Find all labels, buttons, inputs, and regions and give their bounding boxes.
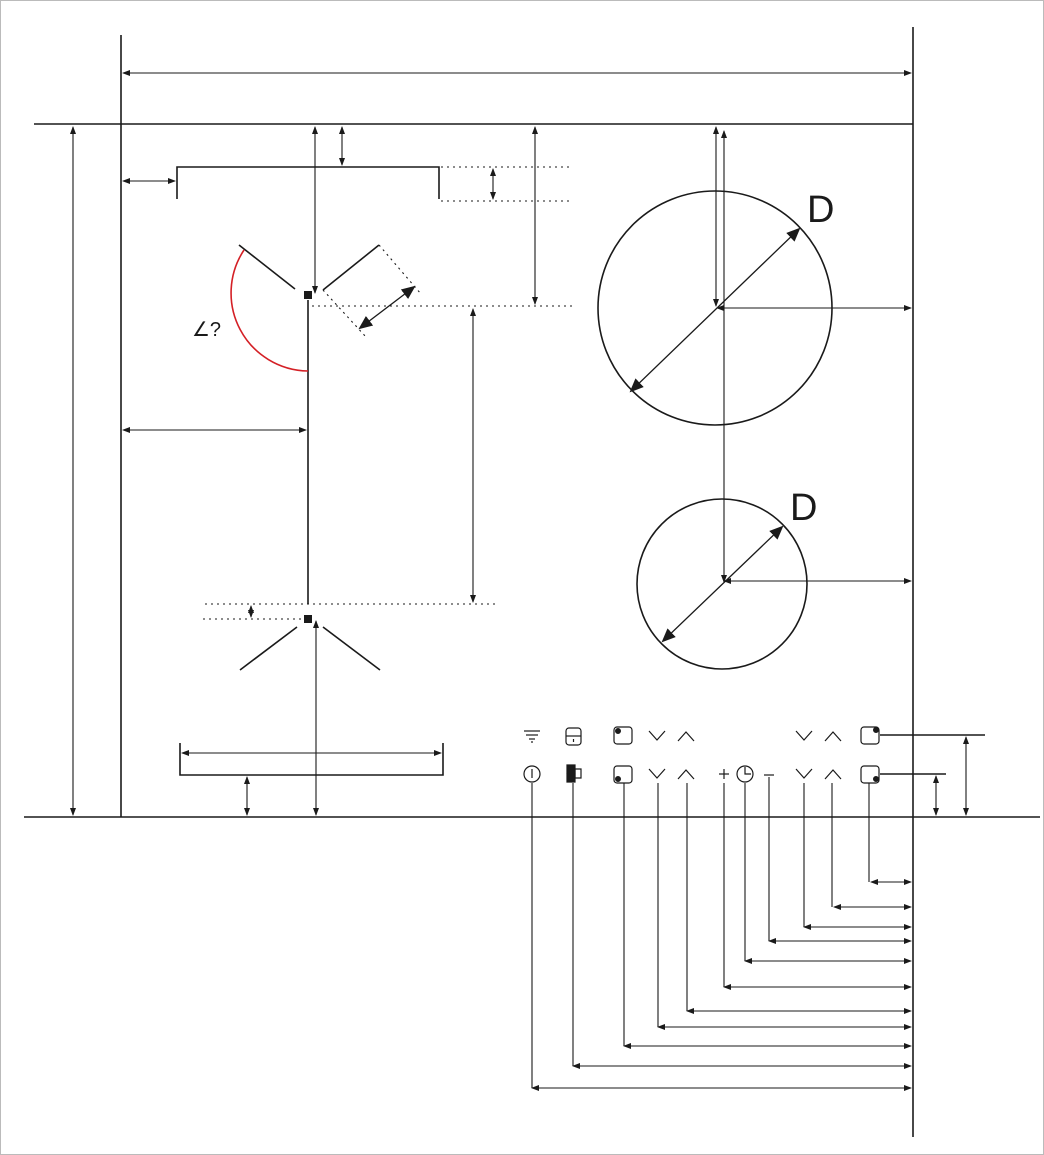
dimension-arrows bbox=[70, 70, 969, 1091]
angle-arc bbox=[231, 250, 308, 371]
diameter-small-arrow bbox=[661, 525, 784, 643]
chevron-up-icon bbox=[677, 731, 695, 742]
hood-bracket bbox=[176, 166, 440, 199]
zone-select-icon bbox=[614, 727, 632, 744]
upper-arm-left bbox=[239, 245, 295, 289]
diameter-large-arrow bbox=[629, 227, 801, 393]
control-leaders bbox=[532, 777, 869, 1088]
arm-offset-arrow bbox=[358, 285, 416, 330]
chevron-down-icon bbox=[795, 730, 813, 741]
timer-icon bbox=[737, 766, 753, 782]
angle-label: ∠? bbox=[192, 319, 221, 341]
burner-small-label: D bbox=[790, 487, 817, 529]
lower-joint bbox=[304, 615, 312, 623]
chevron-down-icon bbox=[795, 768, 813, 779]
lock-icon bbox=[566, 728, 581, 745]
chevron-down-icon bbox=[648, 768, 666, 779]
upper-arm-right bbox=[323, 245, 379, 290]
bridge-zone-icon bbox=[567, 765, 581, 782]
zone-select-icon bbox=[614, 766, 632, 783]
base-bracket bbox=[179, 743, 444, 776]
chevron-down-icon bbox=[648, 730, 666, 741]
zone-select-icon bbox=[861, 766, 879, 783]
chevron-up-icon bbox=[824, 769, 842, 780]
chevron-up-icon bbox=[824, 731, 842, 742]
zone-select-icon bbox=[861, 727, 879, 744]
filter-icon bbox=[524, 731, 540, 742]
lower-arm-right bbox=[323, 627, 380, 670]
burner-large-label: D bbox=[807, 189, 834, 231]
arm-offset-guide-b bbox=[323, 290, 366, 337]
lower-arm-left bbox=[240, 627, 297, 670]
dotted-guides bbox=[203, 167, 576, 619]
control-panel bbox=[524, 727, 879, 783]
arm-offset-guide-a bbox=[379, 245, 421, 294]
upper-joint bbox=[304, 291, 312, 299]
plus-icon bbox=[719, 769, 729, 779]
chevron-up-icon bbox=[677, 769, 695, 780]
diameter-arrows bbox=[358, 227, 801, 643]
structure-lines bbox=[24, 27, 1040, 1137]
power-icon bbox=[524, 766, 540, 782]
